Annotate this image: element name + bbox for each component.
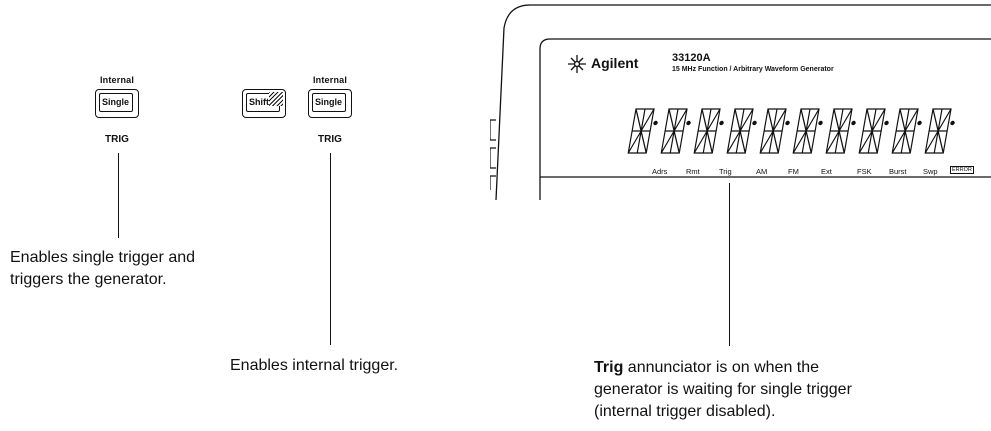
digit-cell (627, 108, 658, 154)
single-key-middle-label: Single (312, 93, 346, 112)
segment-digits (627, 108, 955, 154)
digit-cell (660, 108, 691, 154)
digit-dot (917, 120, 922, 126)
leader-line-left (118, 153, 119, 238)
digit-cell (825, 108, 856, 154)
shift-hatch-pattern (269, 92, 283, 106)
digit-cell (924, 108, 955, 154)
annunciator-adrs: Adrs (652, 167, 668, 176)
digit-segments (825, 108, 853, 154)
caption-single-trigger-line2: triggers the generator. (10, 271, 167, 288)
digit-dot (851, 120, 856, 126)
annunciator-am: AM (756, 167, 768, 176)
annunciator-trig: Trig (719, 167, 732, 176)
caption-trig-line1-rest: annunciator is on when the (623, 359, 820, 376)
internal-label-left: Internal (99, 75, 135, 85)
digit-dot (785, 120, 790, 126)
annunciator-ext: Ext (821, 167, 832, 176)
digit-cell (759, 108, 790, 154)
annunciator-rmt: Rmt (686, 167, 700, 176)
annunciator-fm: FM (788, 167, 799, 176)
caption-trig-bold: Trig (594, 359, 624, 376)
single-key-middle[interactable]: Single (308, 89, 352, 118)
digit-segments (660, 108, 688, 154)
caption-trig-line3: (internal trigger disabled). (594, 403, 776, 420)
digit-segments (891, 108, 919, 154)
caption-trig-line2: generator is waiting for single trigger (594, 381, 852, 398)
digit-segments (759, 108, 787, 154)
casing-bumps (490, 119, 496, 190)
shift-key[interactable]: Shift (242, 89, 286, 118)
digit-dot (719, 120, 724, 126)
digit-segments (693, 108, 721, 154)
display-bezel (539, 38, 991, 200)
annunciator-fsk: FSK (857, 167, 872, 176)
digit-dot (950, 120, 955, 126)
single-key-left-label: Single (99, 93, 133, 112)
model-number: 33120A (672, 52, 711, 64)
digit-segments (627, 108, 655, 154)
digit-cell (693, 108, 724, 154)
trig-label-left: TRIG (105, 134, 129, 145)
single-key-left[interactable]: Single (95, 89, 139, 118)
casing-outline (495, 4, 991, 201)
digit-dot (818, 120, 823, 126)
digit-dot (752, 120, 757, 126)
digit-cell (792, 108, 823, 154)
annunciator-error: ERROR (950, 166, 974, 174)
digit-cell (891, 108, 922, 154)
digit-dot (686, 120, 691, 126)
digit-segments (726, 108, 754, 154)
brand-name: Agilent (591, 55, 639, 71)
internal-label-middle: Internal (312, 75, 348, 85)
digit-dot (884, 120, 889, 126)
digit-cell (858, 108, 889, 154)
annunciator-burst: Burst (889, 167, 907, 176)
digit-segments (924, 108, 952, 154)
caption-internal-trigger: Enables internal trigger. (230, 357, 399, 374)
leader-line-right (729, 183, 730, 346)
instrument-panel (490, 4, 991, 201)
digit-cell (726, 108, 757, 154)
caption-single-trigger: Enables single trigger and triggers the … (10, 247, 310, 291)
instrument-subtitle: 15 MHz Function / Arbitrary Waveform Gen… (672, 66, 834, 73)
trig-label-middle: TRIG (318, 134, 342, 145)
caption-single-trigger-line1: Enables single trigger and (10, 249, 196, 266)
digit-dot (653, 120, 658, 126)
digit-segments (858, 108, 886, 154)
caption-trig-annunciator: Trig annunciator is on when the generato… (594, 357, 984, 423)
digit-segments (792, 108, 820, 154)
caption-trig-line1: Trig annunciator is on when the (594, 357, 984, 379)
agilent-spark-icon (568, 55, 586, 73)
annunciator-swp: Swp (923, 167, 938, 176)
leader-line-middle (330, 153, 331, 345)
